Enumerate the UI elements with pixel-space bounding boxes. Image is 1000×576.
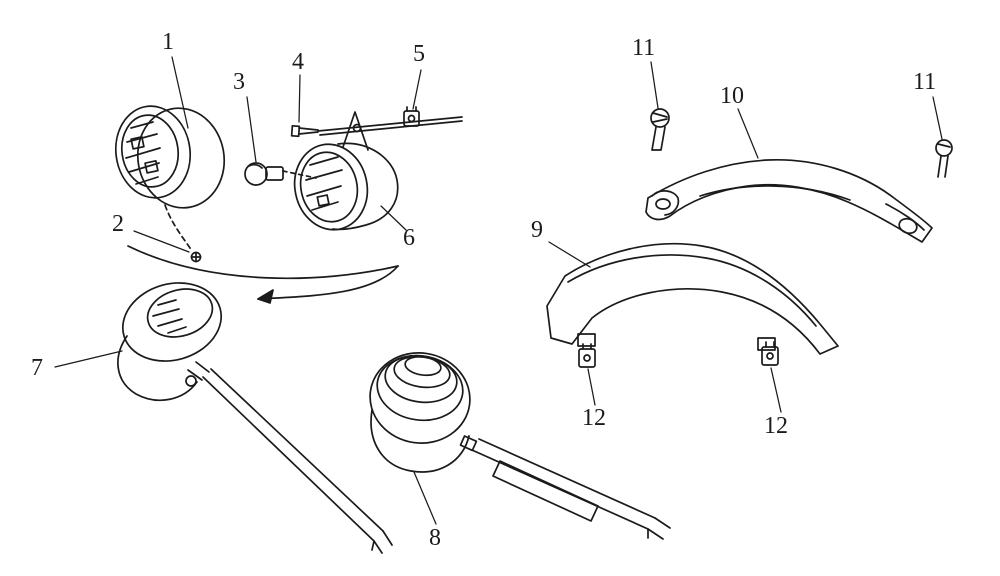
leader-10 [737, 108, 759, 159]
callout-1: 1 [162, 29, 174, 55]
part-10-rear-fender-art [645, 158, 933, 243]
callout-6: 6 [403, 225, 415, 251]
leader-lines [54, 56, 943, 525]
callout-9: 9 [531, 217, 543, 243]
part-12-clip-right-art [761, 341, 779, 366]
part-3-bulb-holder-art [244, 162, 317, 186]
callout-7: 7 [31, 355, 43, 381]
wiring-route-art [127, 245, 399, 304]
part-5-clip-art [403, 106, 420, 127]
leader-11-right [932, 96, 943, 140]
leader-6 [380, 205, 407, 231]
callout-10: 10 [720, 83, 744, 109]
part-4-screw-art [290, 124, 319, 138]
part-9-front-fender-art [546, 242, 839, 355]
leader-7 [54, 350, 123, 368]
callout-12-right: 12 [764, 413, 788, 439]
rod-art [317, 116, 463, 136]
part-6-shell-art [293, 111, 399, 231]
callout-11-left: 11 [632, 35, 656, 61]
leader-3 [246, 96, 257, 163]
leader-11-left [650, 61, 659, 109]
callout-11-right: 11 [913, 69, 937, 95]
callout-5: 5 [413, 41, 425, 67]
leader-1 [171, 56, 189, 129]
callout-3: 3 [233, 69, 245, 95]
leader-8 [413, 471, 437, 525]
callout-2: 2 [112, 211, 124, 237]
part-2-fastener-art [164, 204, 202, 263]
leader-5 [412, 69, 422, 110]
part-12-clip-left-art [578, 343, 596, 368]
part-11-bolt-left-art [650, 108, 670, 151]
leader-4 [298, 74, 301, 123]
part-1-headlamp-art [114, 105, 226, 209]
leader-9 [548, 241, 591, 268]
callout-8: 8 [429, 525, 441, 551]
callout-4: 4 [292, 49, 304, 75]
part-7-headlamp-assembly-art [117, 282, 393, 554]
part-11-bolt-right-art [935, 139, 953, 178]
leader-2 [133, 230, 190, 253]
leader-12-left [587, 368, 596, 406]
callout-12-left: 12 [582, 405, 606, 431]
leader-12-right [770, 367, 782, 413]
part-8-headlamp-assembly-art [369, 352, 671, 540]
